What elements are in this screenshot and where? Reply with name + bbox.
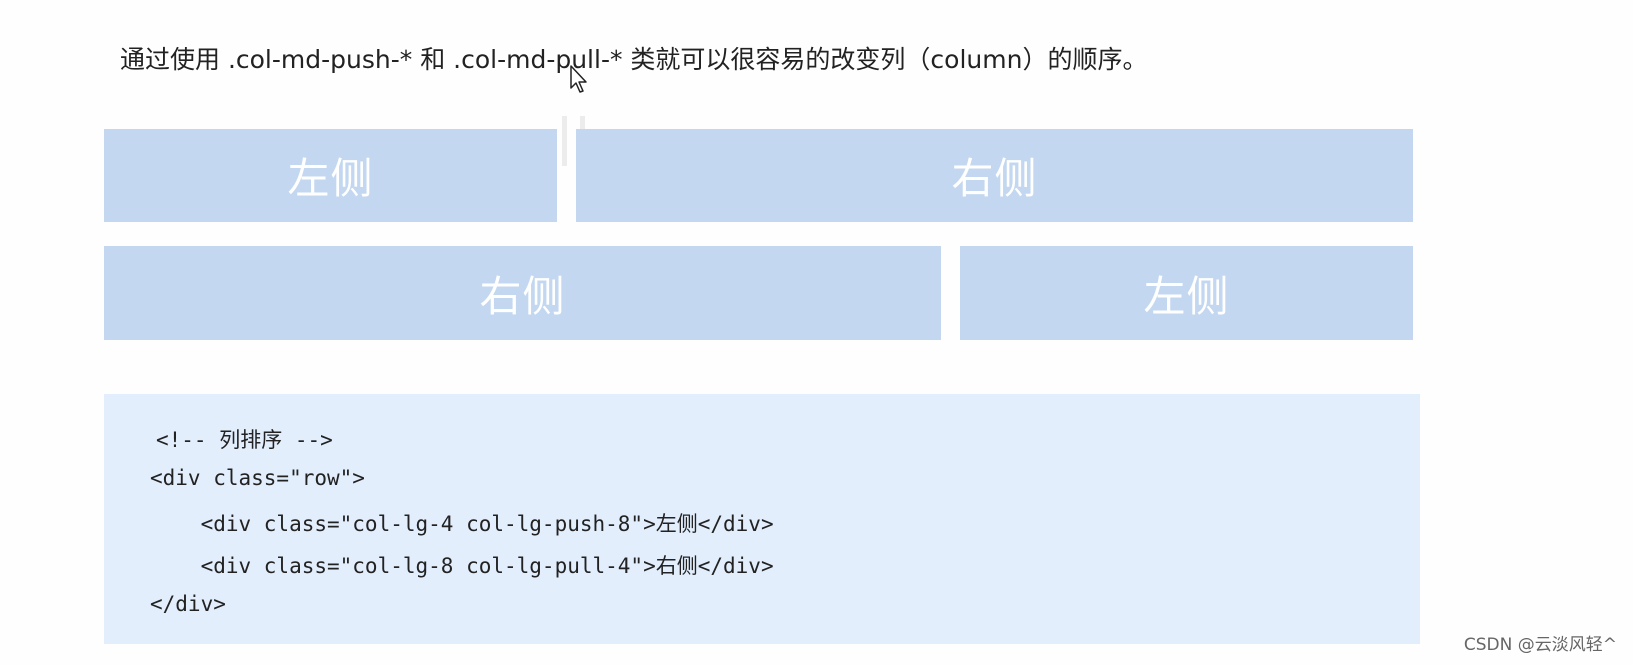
row1-left-column: 左侧 bbox=[104, 129, 557, 222]
mouse-cursor-icon bbox=[570, 65, 587, 93]
row1-right-column: 右侧 bbox=[576, 129, 1413, 222]
code-line: <div class="row"> bbox=[150, 466, 365, 490]
row2-left-column: 右侧 bbox=[104, 246, 941, 340]
code-block: <!-- 列排序 --> <div class="row"> <div clas… bbox=[104, 394, 1420, 644]
row1-left-label: 左侧 bbox=[287, 154, 374, 203]
row2-right-column: 左侧 bbox=[960, 246, 1413, 340]
drag-artifact bbox=[562, 116, 567, 166]
code-line: <div class="col-lg-8 col-lg-pull-4">右侧</… bbox=[150, 554, 774, 578]
row2-left-label: 右侧 bbox=[479, 271, 566, 321]
code-line: <!-- 列排序 --> bbox=[156, 428, 333, 452]
code-line: <div class="col-lg-4 col-lg-push-8">左侧</… bbox=[150, 512, 774, 536]
intro-text: 通过使用 .col-md-push-* 和 .col-md-pull-* 类就可… bbox=[120, 45, 1148, 74]
row2-right-label: 左侧 bbox=[1143, 271, 1230, 321]
watermark: CSDN @云淡风轻^ bbox=[1463, 635, 1617, 655]
row1-right-label: 右侧 bbox=[951, 154, 1038, 203]
code-line: </div> bbox=[150, 592, 226, 616]
